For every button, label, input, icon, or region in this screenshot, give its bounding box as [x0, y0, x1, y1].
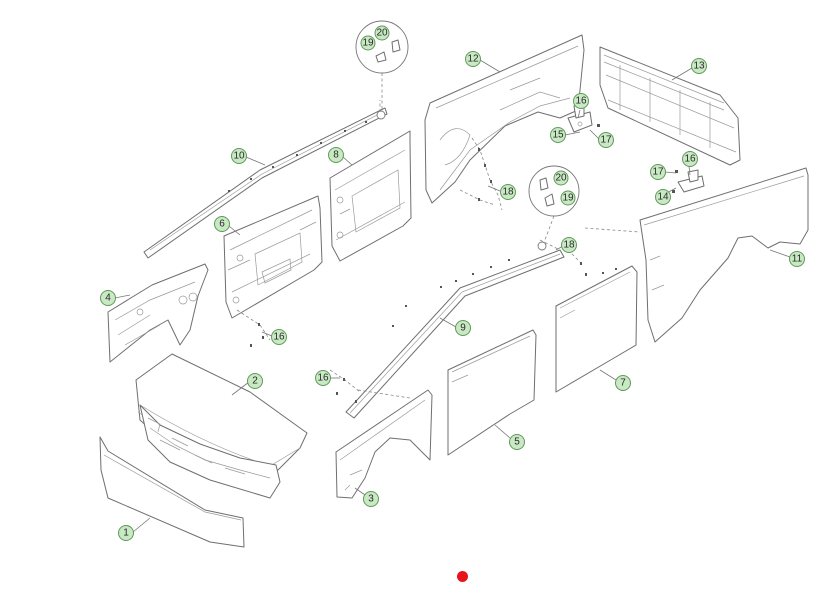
callout-16-c[interactable]: 16: [271, 329, 287, 345]
callout-label: 3: [368, 494, 374, 505]
small-fasteners: [597, 124, 678, 193]
callout-label: 12: [467, 54, 479, 65]
callout-7[interactable]: 7: [615, 375, 631, 391]
callout-16-a[interactable]: 16: [573, 93, 589, 109]
callout-label: 1: [123, 528, 129, 539]
leader-lines: [114, 59, 791, 533]
callout-12[interactable]: 12: [465, 51, 481, 67]
callout-label: 4: [105, 293, 111, 304]
loose-bolts: [250, 148, 617, 403]
callout-1[interactable]: 1: [118, 525, 134, 541]
inset-detail-upper: [355, 20, 409, 120]
callout-label: 19: [562, 193, 574, 204]
callout-5[interactable]: 5: [509, 434, 525, 450]
part-bed-side-inner[interactable]: [424, 34, 585, 204]
callout-16-b[interactable]: 16: [682, 151, 698, 167]
callout-17-b[interactable]: 17: [650, 164, 666, 180]
callout-15[interactable]: 15: [550, 127, 566, 143]
callout-label: 10: [233, 151, 245, 162]
callout-label: 17: [600, 135, 612, 146]
part-roof-rail[interactable]: [143, 107, 388, 259]
callout-13[interactable]: 13: [691, 58, 707, 74]
part-front-door-outer[interactable]: [447, 329, 537, 456]
callout-19-b[interactable]: 19: [560, 190, 576, 206]
part-rear-door-outer[interactable]: [555, 265, 638, 393]
callout-label: 18: [563, 240, 575, 251]
callout-14[interactable]: 14: [655, 189, 671, 205]
callout-11[interactable]: 11: [789, 251, 805, 267]
callout-6[interactable]: 6: [214, 216, 230, 232]
callout-label: 14: [657, 192, 669, 203]
callout-4[interactable]: 4: [100, 290, 116, 306]
callout-18-b[interactable]: 18: [561, 237, 577, 253]
part-side-bracket[interactable]: [107, 263, 209, 363]
callout-17-a[interactable]: 17: [598, 132, 614, 148]
callout-label: 15: [552, 130, 564, 141]
callout-18-a[interactable]: 18: [500, 184, 516, 200]
callout-label: 5: [514, 437, 520, 448]
callout-20-a[interactable]: 20: [374, 25, 390, 41]
callout-19-a[interactable]: 19: [360, 35, 376, 51]
part-front-door-inner[interactable]: [223, 195, 323, 319]
part-rear-bulkhead[interactable]: [599, 46, 741, 166]
part-hinge-lower[interactable]: [677, 169, 705, 193]
callout-20-b[interactable]: 20: [553, 170, 569, 186]
part-rear-door-inner[interactable]: [329, 130, 412, 262]
callout-label: 19: [362, 38, 374, 49]
callout-9[interactable]: 9: [455, 320, 471, 336]
callout-label: 6: [219, 219, 225, 230]
callout-10[interactable]: 10: [231, 148, 247, 164]
callout-label: 8: [333, 150, 339, 161]
roof-rail-fasteners: [228, 121, 367, 192]
callout-label: 13: [693, 61, 705, 72]
part-front-lower-panel[interactable]: [99, 436, 245, 548]
part-front-fender[interactable]: [335, 389, 433, 499]
callout-label: 20: [555, 173, 567, 184]
callout-3[interactable]: 3: [363, 491, 379, 507]
callout-8[interactable]: 8: [328, 147, 344, 163]
callout-label: 16: [317, 373, 329, 384]
part-a-pillar-sill[interactable]: [345, 249, 565, 419]
callout-label: 20: [376, 28, 388, 39]
callout-label: 2: [252, 376, 258, 387]
red-dot-indicator: [457, 571, 468, 582]
callout-label: 9: [460, 323, 466, 334]
callout-label: 16: [273, 332, 285, 343]
callout-label: 17: [652, 167, 664, 178]
callout-label: 18: [502, 187, 514, 198]
callout-label: 16: [575, 96, 587, 107]
part-rear-quarter-panel[interactable]: [639, 167, 809, 343]
callout-label: 7: [620, 378, 626, 389]
part-hood-lid[interactable]: [135, 353, 308, 499]
callout-16-d[interactable]: 16: [315, 370, 331, 386]
callout-2[interactable]: 2: [247, 373, 263, 389]
callout-label: 11: [792, 254, 803, 265]
callout-label: 16: [684, 154, 696, 165]
